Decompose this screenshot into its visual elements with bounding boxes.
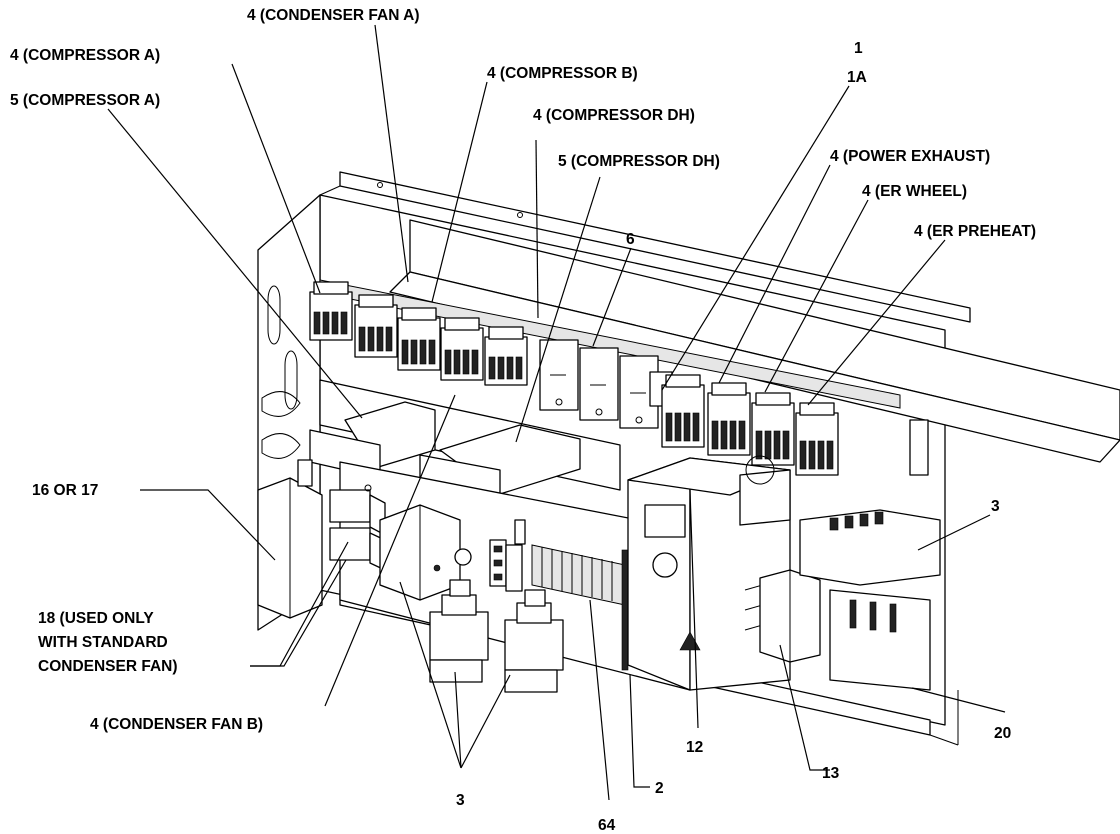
vfd-drive xyxy=(627,455,791,691)
fan-relays xyxy=(329,484,386,571)
label-item-18-line2: WITH STANDARD xyxy=(38,634,168,651)
right-components xyxy=(759,419,941,691)
control-transformers xyxy=(429,579,564,693)
leader-lines xyxy=(107,24,1006,801)
label-condenser-fan-a: 4 (CONDENSER FAN A) xyxy=(247,7,420,24)
label-item-20: 20 xyxy=(994,725,1011,742)
relay-modules xyxy=(539,339,673,429)
label-compressor-b: 4 (COMPRESSOR B) xyxy=(487,65,638,82)
label-er-wheel: 4 (ER WHEEL) xyxy=(862,183,967,200)
label-item-64: 64 xyxy=(598,817,616,834)
label-item-3-bottom: 3 xyxy=(456,792,465,809)
label-compressor-a-5: 5 (COMPRESSOR A) xyxy=(10,92,160,109)
label-item-16-or-17: 16 OR 17 xyxy=(32,482,98,499)
label-item-1: 1 xyxy=(854,40,863,57)
label-item-13: 13 xyxy=(822,765,840,782)
contactor-group-right xyxy=(661,374,839,476)
label-item-18-line1: 18 (USED ONLY xyxy=(38,610,154,627)
label-compressor-dh-5: 5 (COMPRESSOR DH) xyxy=(558,153,720,170)
label-item-2: 2 xyxy=(655,780,664,797)
label-item-3-right: 3 xyxy=(991,498,1000,515)
left-enclosure xyxy=(257,459,323,619)
label-item-18-line3: CONDENSER FAN) xyxy=(38,658,178,675)
label-compressor-dh-4: 4 (COMPRESSOR DH) xyxy=(533,107,695,124)
label-condenser-fan-b: 4 (CONDENSER FAN B) xyxy=(90,716,263,733)
label-er-preheat: 4 (ER PREHEAT) xyxy=(914,223,1036,240)
label-item-12: 12 xyxy=(686,739,703,756)
label-compressor-a-4: 4 (COMPRESSOR A) xyxy=(10,47,160,64)
callout-labels: 4 (CONDENSER FAN A) 4 (COMPRESSOR A) 5 (… xyxy=(10,7,1036,834)
contactor-group-left xyxy=(309,281,528,386)
label-item-1a: 1A xyxy=(847,69,867,86)
label-item-6: 6 xyxy=(626,231,635,248)
terminal-blocks xyxy=(489,519,629,671)
label-power-exhaust: 4 (POWER EXHAUST) xyxy=(830,148,990,165)
